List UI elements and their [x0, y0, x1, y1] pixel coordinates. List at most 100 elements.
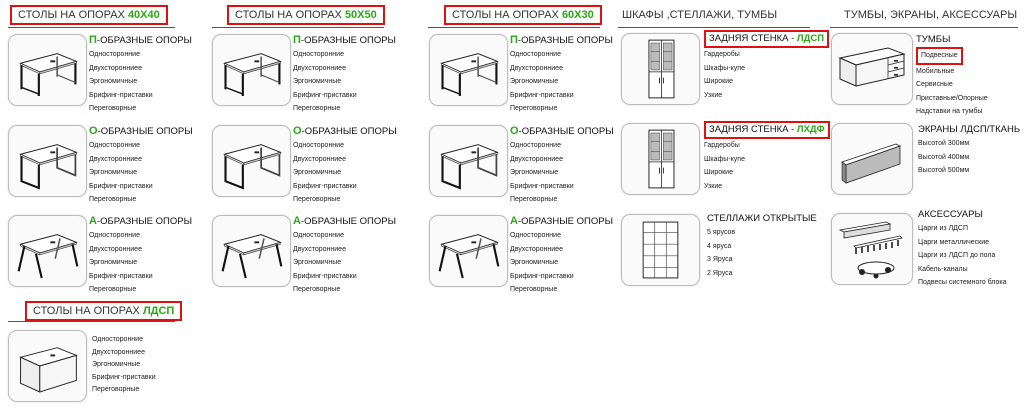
product-image-cabinet-ldsp[interactable] [621, 33, 700, 105]
list-item[interactable]: Переговорные [293, 286, 341, 293]
list-item[interactable]: 4 яруса [707, 242, 732, 250]
product-image-p-40x40[interactable] [8, 34, 87, 106]
list-item[interactable]: Двухсторонниее [510, 245, 563, 253]
list-item[interactable]: Брифинг-приставки [510, 182, 574, 190]
list-item[interactable]: Односторонние [510, 51, 561, 58]
list-item[interactable]: Брифинг-приставки [89, 272, 153, 280]
list-item[interactable]: 5 ярусов [707, 229, 736, 236]
list-item[interactable]: Двухсторонниее [510, 64, 563, 72]
list-item[interactable]: Односторонние [89, 51, 140, 58]
list-item[interactable]: Переговорные [92, 386, 140, 393]
list-item[interactable]: Узкие [704, 91, 723, 99]
list-item[interactable]: Шкафы-купе [704, 155, 745, 163]
product-image-p-60x30[interactable] [429, 34, 508, 106]
list-item[interactable]: Двухсторонниее [510, 155, 563, 163]
product-image-o-40x40[interactable] [8, 125, 87, 197]
list-item[interactable]: Эргономичные [510, 169, 559, 176]
group-title[interactable]: А-ОБРАЗНЫЕ ОПОРЫ [510, 214, 613, 229]
list-item[interactable]: Односторонние [293, 232, 344, 239]
product-image-a-60x30[interactable] [429, 215, 508, 287]
list-item[interactable]: Двухсторонниее [293, 245, 346, 253]
list-item-selected[interactable]: Подвесные [916, 47, 988, 65]
list-item[interactable]: Эргономичные [89, 259, 138, 266]
list-item[interactable]: Переговорные [293, 196, 341, 203]
list-item[interactable]: Односторонние [293, 142, 344, 149]
list-item[interactable]: Царги из ЛДСП до пола [918, 252, 996, 259]
list-item[interactable]: Двухсторонниее [89, 64, 142, 72]
list-item[interactable]: Высотой 500мм [918, 167, 970, 174]
list-item[interactable]: Брифинг-приставки [293, 91, 357, 99]
list-item[interactable]: Мобильные [916, 67, 955, 75]
list-item[interactable]: Переговорные [510, 286, 558, 293]
list-item[interactable]: Царги из ЛДСП [918, 225, 969, 232]
group-title[interactable]: ЭКРАНЫ ЛДСП/ТКАНЬ [918, 124, 1021, 135]
list-item[interactable]: Односторонние [293, 51, 344, 58]
group-title[interactable]: О-ОБРАЗНЫЕ ОПОРЫ [89, 124, 193, 139]
product-image-a-50x50[interactable] [212, 215, 291, 287]
list-item[interactable]: 2 Яруса [707, 269, 733, 277]
group-title[interactable]: П-ОБРАЗНЫЕ ОПОРЫ [510, 33, 613, 48]
product-image-cabinet-lhdf[interactable] [621, 123, 700, 195]
list-item[interactable]: Переговорные [89, 286, 137, 293]
group-title[interactable]: АКСЕССУАРЫ [918, 209, 983, 220]
list-item[interactable]: Эргономичные [293, 259, 342, 266]
list-item[interactable]: Эргономичные [293, 78, 342, 85]
group-title[interactable]: П-ОБРАЗНЫЕ ОПОРЫ [293, 33, 396, 48]
list-item[interactable]: Царги металлические [918, 238, 990, 246]
list-item[interactable]: Брифинг-приставки [293, 182, 357, 190]
list-item[interactable]: Надставки на тумбы [916, 108, 983, 115]
list-item[interactable]: Односторонние [510, 142, 561, 149]
list-item[interactable]: Широкие [704, 78, 733, 85]
list-item[interactable]: Брифинг-приставки [510, 272, 574, 280]
list-item[interactable]: Эргономичные [293, 169, 342, 176]
list-item[interactable]: Сервисные [916, 81, 953, 88]
group-title[interactable]: ЗАДНЯЯ СТЕНКА - ЛДСП [704, 30, 830, 48]
group-title[interactable]: ТУМБЫ [916, 34, 951, 45]
list-item[interactable]: Приставные/Опорные [916, 94, 988, 102]
list-item[interactable]: Переговорные [510, 196, 558, 203]
list-item[interactable]: Односторонние [510, 232, 561, 239]
list-item[interactable]: Брифинг-приставки [89, 182, 153, 190]
list-item[interactable]: Брифинг-приставки [89, 91, 153, 99]
product-image-open-rack[interactable] [621, 214, 700, 286]
list-item[interactable]: Эргономичные [510, 259, 559, 266]
list-item[interactable]: Двухсторонниее [89, 245, 142, 253]
product-image-p-50x50[interactable] [212, 34, 291, 106]
list-item[interactable]: Эргономичные [92, 361, 141, 368]
product-image-o-50x50[interactable] [212, 125, 291, 197]
product-image-pedestal[interactable] [831, 33, 913, 105]
list-item[interactable]: Высотой 400мм [918, 153, 970, 161]
product-image-ldsp[interactable] [8, 330, 87, 402]
list-item[interactable]: Брифинг-приставки [92, 373, 156, 381]
list-item[interactable]: Переговорные [89, 105, 137, 112]
list-item[interactable]: Односторонние [89, 142, 140, 149]
group-title[interactable]: О-ОБРАЗНЫЕ ОПОРЫ [293, 124, 397, 139]
list-item[interactable]: Брифинг-приставки [510, 91, 574, 99]
list-item[interactable]: Двухсторонниее [293, 64, 346, 72]
list-item[interactable]: Двухсторонниее [293, 155, 346, 163]
product-image-screen[interactable] [831, 123, 913, 195]
group-title[interactable]: О-ОБРАЗНЫЕ ОПОРЫ [510, 124, 614, 139]
group-title[interactable]: А-ОБРАЗНЫЕ ОПОРЫ [293, 214, 396, 229]
list-item[interactable]: Односторонние [92, 336, 143, 343]
list-item[interactable]: Подвесы системного блока [918, 279, 1007, 286]
list-item[interactable]: Эргономичные [89, 78, 138, 85]
list-item[interactable]: 3 Яруса [707, 256, 733, 263]
list-item[interactable]: Высотой 300мм [918, 140, 970, 147]
group-title[interactable]: СТЕЛЛАЖИ ОТКРЫТЫЕ [707, 213, 817, 224]
list-item[interactable]: Шкафы-купе [704, 64, 745, 72]
list-item[interactable]: Переговорные [293, 105, 341, 112]
group-title[interactable]: А-ОБРАЗНЫЕ ОПОРЫ [89, 214, 192, 229]
group-title[interactable]: ЗАДНЯЯ СТЕНКА - ЛХДФ [704, 121, 830, 139]
list-item[interactable]: Гардеробы [704, 142, 740, 149]
product-image-accessories[interactable] [831, 213, 913, 285]
list-item[interactable]: Эргономичные [89, 169, 138, 176]
list-item[interactable]: Двухсторонниее [89, 155, 142, 163]
list-item[interactable]: Переговорные [510, 105, 558, 112]
list-item[interactable]: Переговорные [89, 196, 137, 203]
list-item[interactable]: Гардеробы [704, 51, 740, 58]
list-item[interactable]: Двухсторонниее [92, 348, 145, 356]
list-item[interactable]: Широкие [704, 169, 733, 176]
list-item[interactable]: Эргономичные [510, 78, 559, 85]
list-item[interactable]: Односторонние [89, 232, 140, 239]
